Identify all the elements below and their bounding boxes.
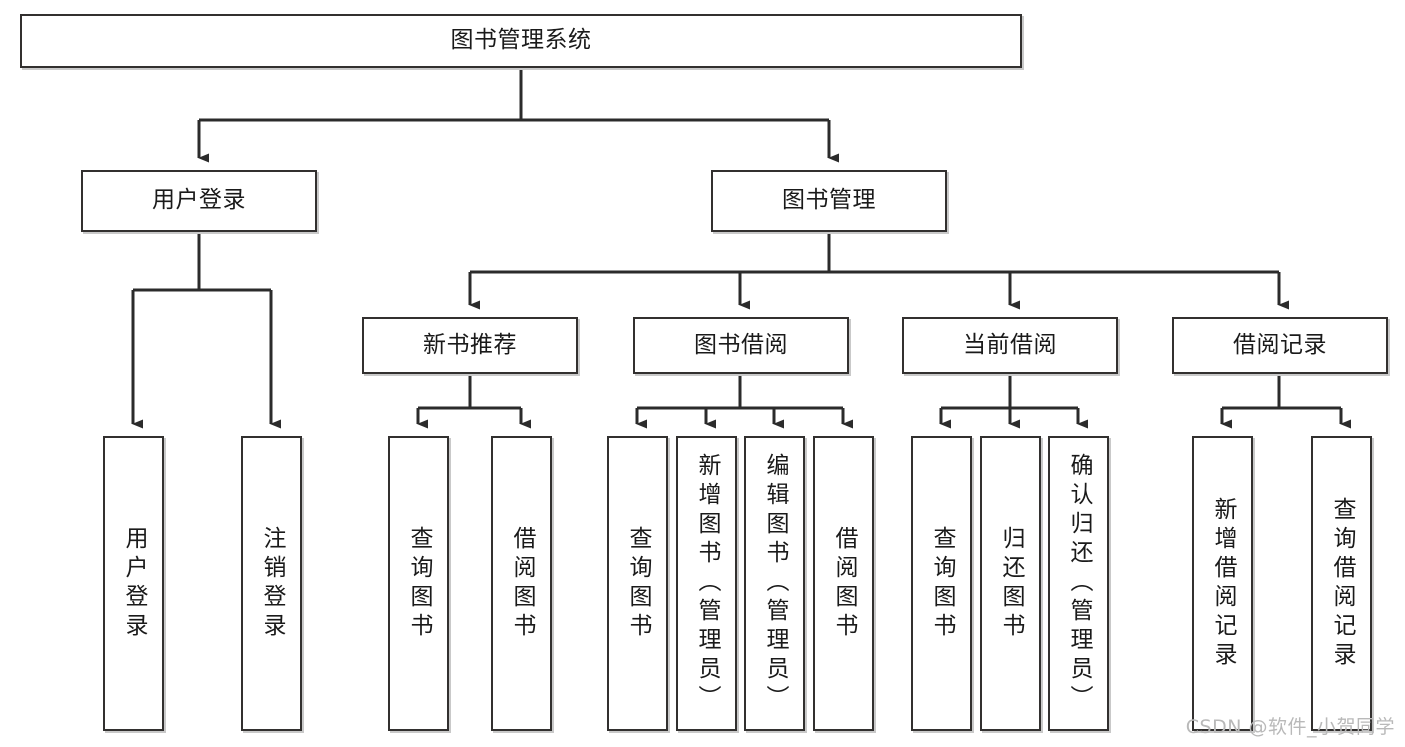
leaf-record-query-record[interactable]: 查询借阅记录 xyxy=(1311,436,1372,731)
node-book-borrow[interactable]: 图书借阅 xyxy=(633,317,849,374)
leaf-borrow-add-book-admin[interactable]: 新增图书（管理员） xyxy=(676,436,737,731)
node-label: 查询图书 xyxy=(406,525,432,642)
leaf-current-confirm-return-admin[interactable]: 确认归还（管理员） xyxy=(1048,436,1109,731)
node-label: 借阅图书 xyxy=(509,525,535,642)
leaf-recommend-borrow-book[interactable]: 借阅图书 xyxy=(491,436,552,731)
leaf-current-query-book[interactable]: 查询图书 xyxy=(911,436,972,731)
node-label: 图书借阅 xyxy=(694,331,788,358)
node-label: 当前借阅 xyxy=(963,331,1057,358)
leaf-user-login-signin[interactable]: 用户登录 xyxy=(103,436,164,731)
node-label: 归还图书 xyxy=(998,525,1024,642)
node-root-system[interactable]: 图书管理系统 xyxy=(20,14,1022,68)
node-label: 新增图书（管理员） xyxy=(694,453,720,714)
node-label: 查询借阅记录 xyxy=(1329,496,1355,671)
csdn-watermark: CSDN @软件_小贺同学 xyxy=(1185,716,1395,738)
node-label: 图书管理系统 xyxy=(450,27,592,54)
node-label: 编辑图书（管理员） xyxy=(762,453,788,714)
node-new-book-recommend[interactable]: 新书推荐 xyxy=(362,317,578,374)
leaf-user-login-signout[interactable]: 注销登录 xyxy=(241,436,302,731)
node-book-management[interactable]: 图书管理 xyxy=(711,170,947,232)
node-borrow-record[interactable]: 借阅记录 xyxy=(1172,317,1388,374)
node-label: 用户登录 xyxy=(152,187,246,214)
node-label: 确认归还（管理员） xyxy=(1066,453,1092,714)
leaf-borrow-borrow-book[interactable]: 借阅图书 xyxy=(813,436,874,731)
leaf-record-add-record[interactable]: 新增借阅记录 xyxy=(1192,436,1253,731)
node-label: 借阅记录 xyxy=(1233,331,1327,358)
leaf-recommend-query-book[interactable]: 查询图书 xyxy=(388,436,449,731)
node-user-login[interactable]: 用户登录 xyxy=(81,170,317,232)
node-current-borrow[interactable]: 当前借阅 xyxy=(902,317,1118,374)
leaf-current-return-book[interactable]: 归还图书 xyxy=(980,436,1041,731)
node-label: 图书管理 xyxy=(782,187,876,214)
node-label: 查询图书 xyxy=(625,525,651,642)
node-label: 用户登录 xyxy=(121,525,147,642)
leaf-borrow-edit-book-admin[interactable]: 编辑图书（管理员） xyxy=(744,436,805,731)
node-label: 新增借阅记录 xyxy=(1210,496,1236,671)
node-label: 查询图书 xyxy=(929,525,955,642)
node-label: 借阅图书 xyxy=(831,525,857,642)
leaf-borrow-query-book[interactable]: 查询图书 xyxy=(607,436,668,731)
node-label: 注销登录 xyxy=(259,525,285,642)
node-label: 新书推荐 xyxy=(423,331,517,358)
